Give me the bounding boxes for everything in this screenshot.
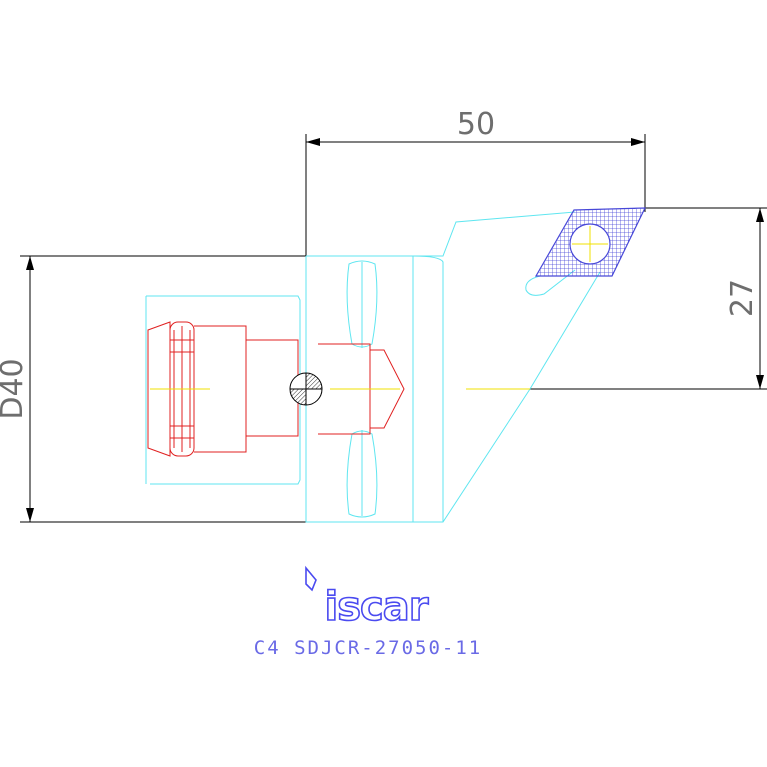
section-circle: [289, 372, 323, 406]
brand-logo: iscar: [305, 565, 431, 631]
tool-body-outline: [145, 211, 601, 523]
dimension-diameter-label: D40: [0, 358, 30, 419]
dimension-arrows: [26, 138, 764, 522]
center-lines: [150, 226, 608, 390]
cutting-insert: [534, 207, 646, 277]
model-code: C4 SDJCR-27050-11: [254, 637, 482, 659]
dimension-offset-label: 27: [725, 279, 760, 317]
brand-logo-text: iscar: [325, 584, 429, 630]
dimension-length-label: 50: [457, 107, 495, 142]
dimension-lines: [20, 134, 767, 523]
